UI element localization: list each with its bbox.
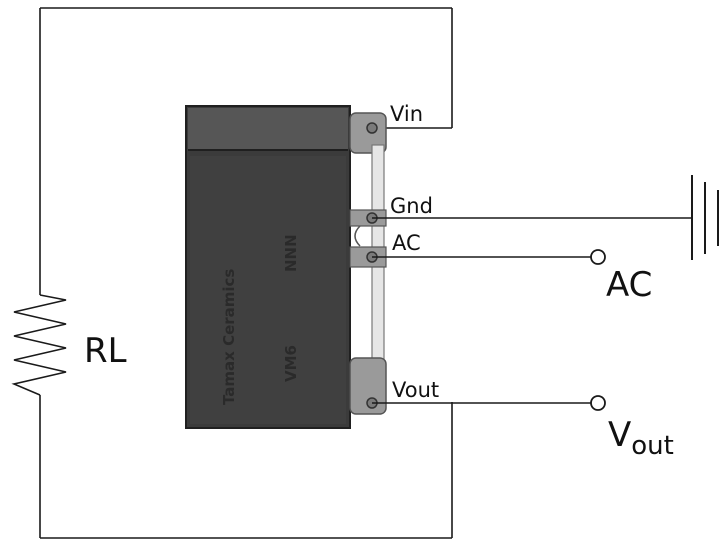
- module-code-top-text: NNN: [282, 234, 300, 272]
- vout-terminal-label-sub: out: [631, 431, 674, 461]
- resistor-icon: [11, 294, 67, 396]
- vout-terminal-label-main: V: [608, 415, 631, 455]
- pin-label-vin: Vin: [390, 102, 423, 126]
- ac-terminal-label: AC: [606, 265, 652, 305]
- converter-module: Tamax Ceramics NNN VM6: [185, 105, 351, 429]
- vin-pin-hole: [366, 122, 378, 134]
- module-code-bottom-text: VM6: [282, 345, 300, 382]
- vout-terminal-label: Vout: [608, 415, 674, 461]
- pin-bracket: [349, 112, 387, 415]
- outer-loop-wire: [39, 7, 453, 539]
- ac-terminal-icon: [590, 249, 606, 265]
- module-brand-text: Tamax Ceramics: [220, 269, 238, 405]
- pin-label-ac: AC: [392, 231, 421, 255]
- pin-label-vout: Vout: [392, 378, 439, 402]
- pin-label-gnd: Gnd: [390, 194, 433, 218]
- load-resistor-label: RL: [84, 331, 127, 371]
- ground-icon: [691, 175, 719, 260]
- vout-terminal-icon: [590, 395, 606, 411]
